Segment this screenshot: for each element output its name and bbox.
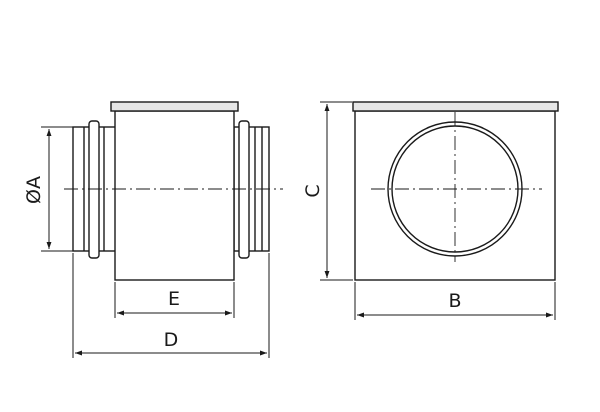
front-lid [352, 101, 559, 112]
right-spigot-ring [238, 120, 250, 259]
label-width: B [448, 290, 461, 312]
label-overall-length: D [164, 329, 179, 351]
left-spigot-ring [88, 120, 100, 259]
front-view [352, 101, 559, 281]
label-diameter: ØA [23, 176, 45, 204]
label-height: C [302, 184, 324, 197]
label-body-length: E [168, 288, 180, 310]
side-lid [110, 101, 239, 112]
dimensions [41, 101, 556, 358]
side-body [114, 110, 235, 281]
side-view [64, 101, 283, 281]
